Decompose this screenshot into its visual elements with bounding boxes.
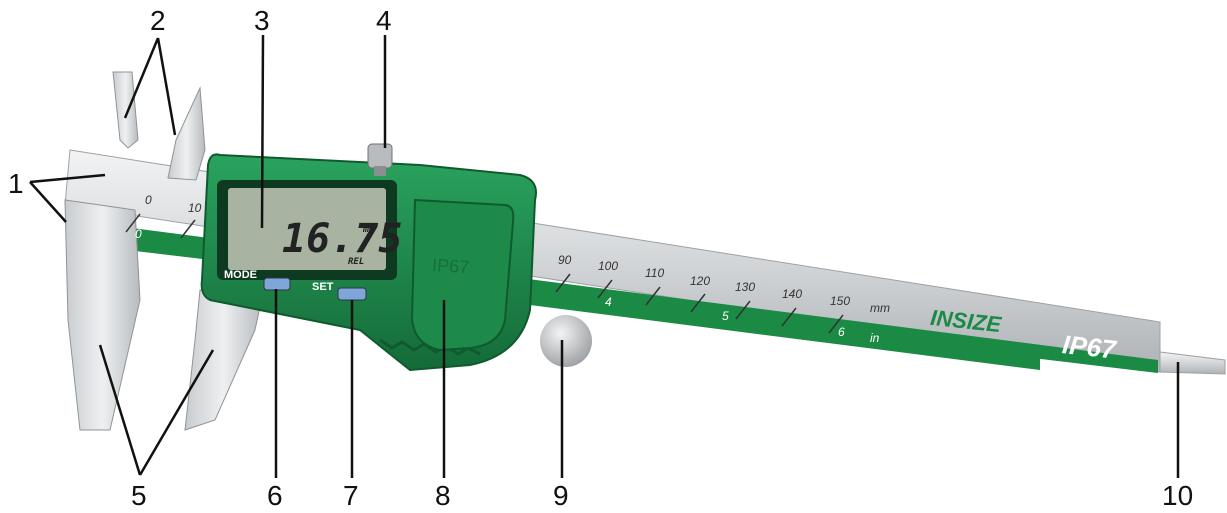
callout-number: 2: [150, 5, 166, 36]
display-mode: REL: [348, 257, 364, 267]
display-reading: 16.75: [282, 216, 402, 262]
scale-inch-label: 6: [838, 325, 845, 339]
callout-number: 8: [435, 480, 451, 511]
callout-lines: [29, 34, 1180, 478]
callout-number: 1: [8, 168, 24, 199]
thumb-wheel[interactable]: [540, 315, 592, 367]
scale-inch: 0 4 5 6 in: [135, 227, 880, 345]
depth-rod: [1159, 351, 1226, 375]
scale-mm-label: 120: [690, 274, 710, 288]
scale-mm-label: 130: [735, 280, 755, 294]
housing-ridges: [379, 338, 481, 356]
callout-number: 6: [267, 480, 283, 511]
locking-screw[interactable]: [367, 143, 393, 169]
scale-inch-label: 0: [135, 227, 142, 241]
scale-mm-label: 100: [598, 259, 618, 273]
scale-mm-label: 0: [145, 193, 152, 207]
thumb-pad: [410, 198, 515, 352]
scale-inch-label: 5: [722, 309, 729, 323]
scale-mm-label: 90: [558, 253, 572, 267]
scale-mm-right: 90 100 110 120 130 140 150 mm: [558, 253, 890, 315]
locking-screw-stem: [374, 166, 386, 176]
outside-jaw-fixed: [64, 199, 141, 431]
display-unit: mm: [362, 224, 375, 235]
scale-mm-label: 150: [830, 294, 850, 308]
ip-rating: IP67: [1061, 329, 1119, 365]
scale-mm-unit: mm: [870, 301, 890, 315]
scale-stripe-right: [530, 280, 1040, 370]
scale-mm-label: 110: [645, 266, 664, 280]
scale-inch-label: 4: [605, 295, 612, 309]
set-button[interactable]: [337, 287, 367, 301]
scale-inch-unit: in: [870, 331, 880, 345]
housing-mark: IP67: [431, 255, 469, 278]
scale-mm-label: 140: [782, 287, 802, 301]
inside-jaw-fixed: [112, 71, 139, 149]
mode-button-label: MODE: [224, 269, 257, 281]
lcd-screen: [228, 188, 386, 270]
callout-number: 7: [343, 480, 359, 511]
callout-number: 4: [376, 5, 392, 36]
mode-button[interactable]: [263, 277, 291, 291]
callout-number: 5: [131, 480, 147, 511]
callout-number: 3: [254, 5, 270, 36]
scale-mm-label: 10: [188, 201, 202, 215]
callout-number: 9: [553, 480, 569, 511]
set-button-label: SET: [312, 281, 334, 293]
outside-jaw-sliding: [184, 289, 263, 431]
callout-number: 10: [1162, 480, 1193, 511]
scale-mm-left: 0 10: [145, 193, 202, 215]
inside-jaw-sliding: [167, 86, 206, 181]
scale-ticks: [125, 213, 844, 334]
